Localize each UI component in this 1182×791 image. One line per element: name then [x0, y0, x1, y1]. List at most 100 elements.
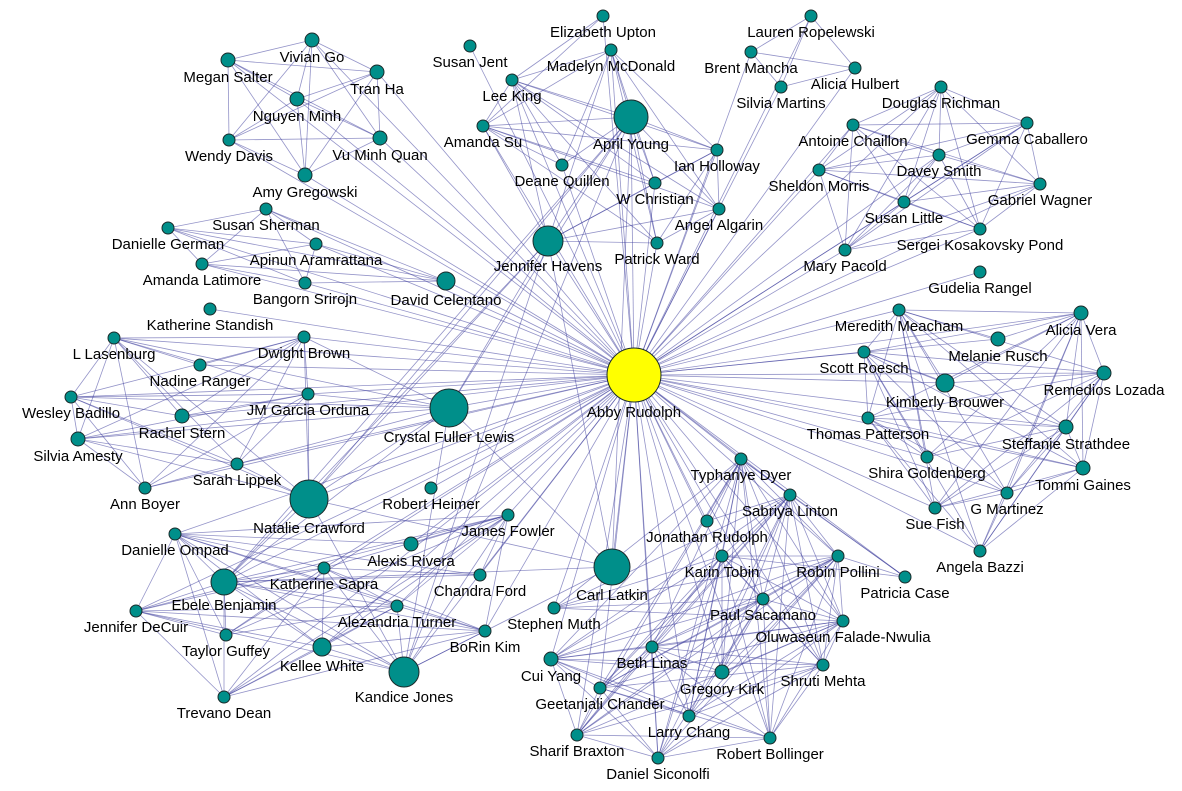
graph-node[interactable] — [476, 119, 490, 133]
graph-node[interactable] — [555, 158, 569, 172]
graph-node[interactable] — [388, 656, 420, 688]
graph-node[interactable] — [804, 9, 818, 23]
graph-node[interactable] — [301, 387, 315, 401]
graph-node[interactable] — [812, 163, 826, 177]
graph-node[interactable] — [934, 80, 948, 94]
graph-node[interactable] — [928, 501, 942, 515]
graph-node[interactable] — [219, 628, 233, 642]
graph-node[interactable] — [973, 265, 987, 279]
graph-node[interactable] — [846, 118, 860, 132]
graph-node[interactable] — [744, 45, 758, 59]
graph-node[interactable] — [429, 388, 469, 428]
graph-node[interactable] — [138, 481, 152, 495]
graph-node[interactable] — [222, 133, 236, 147]
graph-node[interactable] — [317, 561, 331, 575]
graph-node[interactable] — [710, 143, 724, 157]
graph-node[interactable] — [763, 731, 777, 745]
graph-node[interactable] — [783, 488, 797, 502]
graph-node[interactable] — [1000, 486, 1014, 500]
graph-node[interactable] — [297, 167, 313, 183]
graph-node[interactable] — [838, 243, 852, 257]
graph-node[interactable] — [129, 604, 143, 618]
graph-node[interactable] — [1073, 305, 1089, 321]
graph-node[interactable] — [220, 52, 236, 68]
graph-node[interactable] — [774, 80, 788, 94]
graph-node[interactable] — [935, 373, 955, 393]
graph-node[interactable] — [973, 222, 987, 236]
graph-node[interactable] — [714, 664, 730, 680]
graph-node[interactable] — [593, 548, 631, 586]
graph-node[interactable] — [64, 390, 78, 404]
graph-node[interactable] — [195, 257, 209, 271]
graph-node[interactable] — [715, 549, 729, 563]
graph-node[interactable] — [596, 9, 610, 23]
graph-node[interactable] — [70, 431, 86, 447]
graph-node[interactable] — [372, 130, 388, 146]
graph-node[interactable] — [897, 195, 911, 209]
graph-node[interactable] — [210, 568, 238, 596]
graph-node[interactable] — [1096, 365, 1112, 381]
graph-node[interactable] — [1020, 116, 1034, 130]
graph-node[interactable] — [1075, 460, 1091, 476]
graph-node[interactable] — [650, 236, 664, 250]
graph-node[interactable] — [700, 514, 714, 528]
graph-node[interactable] — [990, 331, 1006, 347]
edge — [482, 125, 718, 151]
graph-node[interactable] — [651, 751, 665, 765]
graph-node[interactable] — [107, 331, 121, 345]
graph-node[interactable] — [973, 544, 987, 558]
graph-node[interactable] — [501, 508, 515, 522]
graph-node[interactable] — [712, 202, 726, 216]
graph-node[interactable] — [848, 61, 862, 75]
graph-node[interactable] — [604, 43, 618, 57]
graph-node[interactable] — [613, 99, 649, 135]
graph-node[interactable] — [861, 411, 875, 425]
graph-node[interactable] — [920, 450, 934, 464]
graph-node[interactable] — [532, 225, 564, 257]
graph-node[interactable] — [297, 330, 311, 344]
graph-node[interactable] — [1058, 419, 1074, 435]
graph-node[interactable] — [932, 148, 946, 162]
graph-node[interactable] — [203, 302, 217, 316]
edge — [70, 336, 305, 398]
graph-node[interactable] — [734, 452, 748, 466]
graph-node[interactable] — [648, 176, 662, 190]
graph-node[interactable] — [424, 481, 438, 495]
graph-node[interactable] — [309, 237, 323, 251]
graph-node[interactable] — [403, 536, 419, 552]
graph-node[interactable] — [593, 681, 607, 695]
graph-node[interactable] — [463, 39, 477, 53]
graph-node[interactable] — [756, 592, 770, 606]
graph-node[interactable] — [505, 73, 519, 87]
graph-node[interactable] — [161, 221, 175, 235]
graph-node[interactable] — [570, 728, 584, 742]
graph-node[interactable] — [857, 345, 871, 359]
graph-node[interactable] — [547, 601, 561, 615]
graph-node[interactable] — [289, 479, 329, 519]
graph-node[interactable] — [898, 570, 912, 584]
graph-node[interactable] — [831, 549, 845, 563]
graph-node[interactable] — [473, 568, 487, 582]
graph-node[interactable] — [390, 599, 404, 613]
graph-node[interactable] — [259, 202, 273, 216]
graph-node[interactable] — [174, 408, 190, 424]
graph-node[interactable] — [312, 637, 332, 657]
graph-node[interactable] — [230, 457, 244, 471]
graph-node[interactable] — [892, 303, 906, 317]
graph-node[interactable] — [836, 614, 850, 628]
graph-node[interactable] — [1033, 177, 1047, 191]
graph-node[interactable] — [304, 32, 320, 48]
graph-node[interactable] — [682, 709, 696, 723]
graph-node[interactable] — [193, 358, 207, 372]
ego-node[interactable] — [606, 347, 662, 403]
graph-node[interactable] — [168, 527, 182, 541]
graph-node[interactable] — [217, 690, 231, 704]
graph-node[interactable] — [645, 640, 659, 654]
graph-node[interactable] — [543, 651, 559, 667]
graph-node[interactable] — [478, 624, 492, 638]
graph-node[interactable] — [298, 276, 312, 290]
graph-node[interactable] — [289, 91, 305, 107]
graph-node[interactable] — [816, 658, 830, 672]
graph-node[interactable] — [436, 271, 456, 291]
graph-node[interactable] — [369, 64, 385, 80]
